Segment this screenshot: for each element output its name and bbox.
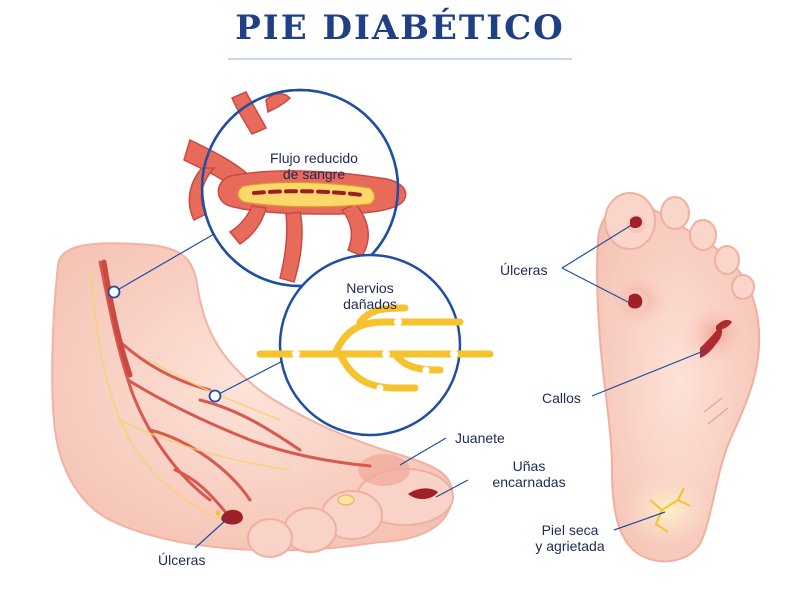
label-ingrown-nails: Uñas encarnadas	[486, 458, 572, 490]
label-ulcers-side: Úlceras	[158, 552, 206, 568]
side-ulcer	[221, 509, 243, 525]
leg-nerves	[89, 269, 291, 521]
label-ingrown-nails-line2: encarnadas	[492, 474, 566, 490]
heel-spot	[622, 472, 714, 548]
sole-leader-lines	[561, 225, 707, 531]
side-toe-4	[247, 518, 293, 558]
leg-veins	[98, 260, 372, 517]
label-blood-flow-line1: Flujo reducido	[270, 150, 358, 166]
nerves-bubble	[256, 253, 494, 437]
nerve-pointer	[208, 389, 222, 403]
page-title: PIE DIABÉTICO	[235, 8, 565, 48]
sole-toe-4	[714, 245, 740, 275]
sole-toe-3	[689, 219, 717, 251]
heel-cracks	[649, 487, 691, 533]
label-bunion: Juanete	[455, 430, 505, 446]
bunion-spot	[358, 454, 410, 486]
label-dry-skin-line2: y agrietada	[535, 538, 605, 554]
title-underline	[228, 58, 572, 60]
label-blood-flow: Flujo reducido de sangre	[254, 150, 374, 182]
ingrown-nail	[408, 488, 438, 500]
main-vein	[101, 259, 133, 378]
sole-foot	[595, 192, 761, 563]
sole-ulcer-toe	[630, 216, 642, 229]
label-nerves: Nervios dañados	[330, 280, 410, 312]
label-blood-flow-line2: de sangre	[282, 166, 346, 182]
sole-toe-5	[731, 274, 755, 300]
sole-toe-2	[660, 196, 690, 230]
label-nerves-line1: Nervios	[346, 280, 394, 296]
label-calluses: Callos	[542, 390, 581, 406]
blood-flow-bubble	[183, 88, 407, 288]
label-ulcers-sole: Úlceras	[500, 262, 548, 278]
flow-pointer	[107, 285, 121, 299]
side-toe-3	[283, 507, 337, 553]
label-nerves-line2: dañados	[343, 296, 397, 312]
side-foot	[51, 242, 454, 558]
sole-ulcer-ball	[628, 293, 643, 309]
label-dry-skin: Piel seca y agrietada	[520, 522, 620, 554]
toe-callus	[337, 494, 355, 506]
label-dry-skin-line1: Piel seca	[541, 522, 599, 538]
label-ingrown-nails-line1: Uñas	[512, 458, 546, 474]
